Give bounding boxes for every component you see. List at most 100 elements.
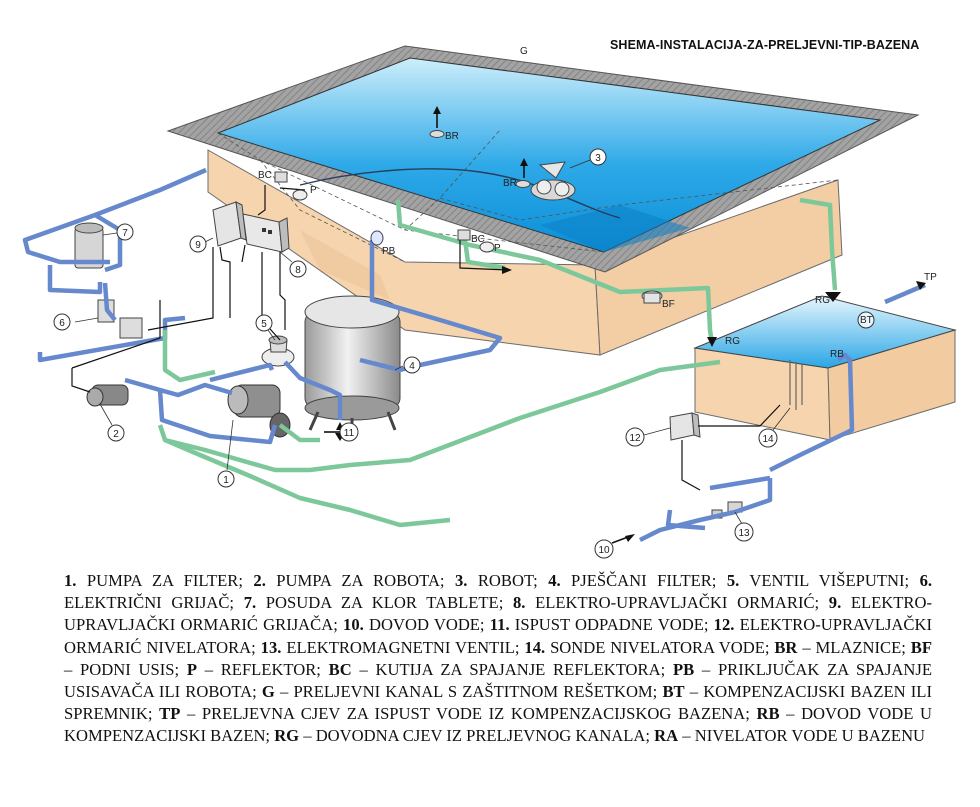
label-pb: PB xyxy=(382,246,396,257)
label-rb: RB xyxy=(830,349,844,360)
robot xyxy=(530,161,576,201)
leveler-control-cabinet xyxy=(669,412,701,441)
flow-arrows xyxy=(335,266,926,542)
legend-key: RA xyxy=(654,726,679,746)
callout-7: 7 xyxy=(102,223,134,241)
legend-text: – PODNI USIS; xyxy=(64,659,187,679)
black-wires xyxy=(71,185,781,491)
legend-text: ELEKTRO-UPRAVLJAČKI ORMARIĆ GRIJAČA; xyxy=(64,593,933,635)
legend-text: PUMPA ZA ROBOTA; xyxy=(265,571,455,590)
pool-front-wall xyxy=(594,179,843,356)
pool-bottom-slope xyxy=(300,230,390,300)
callout-8: 8 xyxy=(279,251,307,278)
main-control-cabinet xyxy=(242,213,290,253)
callout-9: 9 xyxy=(189,235,214,253)
legend-key: 14. xyxy=(524,637,546,657)
robot-pump xyxy=(86,384,129,407)
legend-key: G xyxy=(261,682,275,702)
legend-key: BF xyxy=(910,637,932,657)
legend-key: 2. xyxy=(253,571,266,590)
legend-text: PJEŠČANI FILTER; xyxy=(560,571,727,590)
number-callouts: 1 2 3 4 5 6 7 xyxy=(53,148,791,559)
legend-key: 7. xyxy=(243,593,257,613)
legend-key: 6. xyxy=(919,571,933,590)
callout-1: 1 xyxy=(217,419,235,488)
legend-key: RG xyxy=(274,726,300,746)
chlorine-container xyxy=(74,222,104,269)
callout-2: 2 xyxy=(99,403,125,442)
legend-text: – PRIKLJUČAK ZA SPAJANJE USISAVAČA ILI R… xyxy=(64,659,932,702)
pool-water xyxy=(216,57,882,253)
legend-key: 12. xyxy=(713,615,735,635)
legend-text: – NIVELATOR VODE U BAZENU xyxy=(678,726,926,746)
legend-text: ELEKTROMAGNETNI VENTIL; xyxy=(281,637,525,657)
legend-key: 11. xyxy=(489,615,510,635)
legend-text: ROBOT; xyxy=(467,571,549,590)
svg-text:9: 9 xyxy=(195,240,201,251)
legend-key: 13. xyxy=(260,637,282,657)
legend-text: – DOVOD VODE U KOMPENZACIJSKI BAZEN; xyxy=(64,704,933,746)
svg-text:14: 14 xyxy=(762,434,774,445)
diagram-labels: G BR BR BC BC P P PB BF RG RG RB BT TP xyxy=(258,46,937,360)
legend-text: SONDE NIVELATORA VODE; xyxy=(545,637,775,657)
callout-4: 4 xyxy=(394,356,421,374)
legend-key: TP xyxy=(159,704,181,724)
legend-key: RB xyxy=(756,704,780,724)
legend-key: 5. xyxy=(726,571,740,590)
legend-text: ELEKTRO-UPRAVLJAČKI ORMARIĆ; xyxy=(525,593,829,613)
legend-key: 3. xyxy=(454,571,468,590)
legend-key: 9. xyxy=(828,593,842,613)
label-bf: BF xyxy=(662,299,675,310)
label-br-1: BR xyxy=(445,131,459,142)
compensation-tank xyxy=(693,295,957,441)
svg-text:2: 2 xyxy=(113,429,119,440)
legend-key: 8. xyxy=(512,593,526,613)
svg-text:1: 1 xyxy=(223,475,229,486)
label-tp: TP xyxy=(924,272,937,283)
legend-key: 1. xyxy=(64,571,77,590)
nozzle-br-1 xyxy=(429,106,445,138)
nozzle-br-2 xyxy=(515,158,531,188)
filter-pump xyxy=(227,384,291,438)
legend-key: BC xyxy=(328,659,352,679)
diagram-title: SHEMA-INSTALACIJA-ZA-PRELJEVNI-TIP-BAZEN… xyxy=(610,38,920,52)
callout-3: 3 xyxy=(569,148,607,169)
legend-text: – REFLEKTOR; xyxy=(196,659,329,679)
callout-10: 10 xyxy=(594,539,614,559)
label-bc-2: BC xyxy=(471,234,485,245)
svg-text:7: 7 xyxy=(122,228,128,239)
svg-text:4: 4 xyxy=(409,361,415,372)
main-pool xyxy=(166,45,920,356)
label-rg-1: RG xyxy=(815,295,830,306)
pool-water-shallow xyxy=(540,205,690,252)
legend-key: BT xyxy=(662,682,685,702)
label-br-2: BR xyxy=(503,178,517,189)
label-g: G xyxy=(520,46,528,57)
label-bt: BT xyxy=(860,315,873,326)
heater-control-cabinet xyxy=(212,201,247,247)
svg-text:10: 10 xyxy=(598,545,610,556)
legend-text: ELEKTRIČNI GRIJAČ; xyxy=(64,593,244,613)
callout-5: 5 xyxy=(255,314,276,341)
legend-key: 4. xyxy=(548,571,561,590)
callout-6: 6 xyxy=(53,313,99,331)
callout-13: 13 xyxy=(734,511,754,542)
legend-key: PB xyxy=(672,659,695,679)
multiport-valve xyxy=(261,335,295,367)
label-p-2: P xyxy=(494,243,501,254)
svg-text:11: 11 xyxy=(344,428,355,439)
legend-text: ELEKTRO-UPRAVLJAČKI ORMARIĆ NIVELATORA; xyxy=(64,615,932,657)
callout-12: 12 xyxy=(625,427,671,447)
legend-text: – PRELJEVNA CJEV ZA ISPUST VODE IZ KOMPE… xyxy=(180,704,757,724)
svg-text:8: 8 xyxy=(295,265,301,276)
sand-filter xyxy=(304,295,401,431)
label-rg-2: RG xyxy=(725,336,740,347)
legend-key: P xyxy=(186,659,197,679)
green-pipes xyxy=(157,197,838,528)
legend-text: VENTIL VIŠEPUTNI; xyxy=(739,571,920,590)
pool-installation-diagram: G BR BR BC BC P P PB BF RG RG RB BT TP 1… xyxy=(22,45,957,559)
legend-text: – KOMPENZACIJSKI BAZEN ILI SPREMNIK; xyxy=(64,682,932,724)
callout-11: 11 xyxy=(339,422,359,442)
svg-text:13: 13 xyxy=(738,528,750,539)
svg-text:5: 5 xyxy=(261,319,267,330)
